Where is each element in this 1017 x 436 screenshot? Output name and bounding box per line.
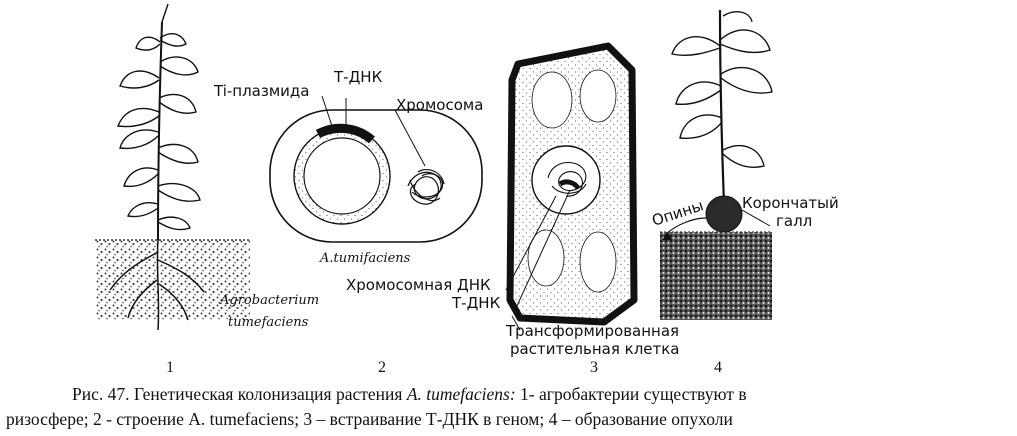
panel-1: Agrobacterium tumefaciens 1	[95, 3, 319, 376]
panel-number-1: 1	[166, 359, 174, 376]
transformed-cell-line1: Трансформированная	[505, 322, 679, 340]
transformed-cell-line2: растительная клетка	[510, 340, 680, 358]
caption-prefix: Рис. 47. Генетическая колонизация растен…	[72, 384, 407, 404]
cell-name-label: A.tumifaciens	[319, 251, 411, 266]
opines-label: Опины	[650, 196, 706, 230]
plant-1-icon	[117, 3, 201, 241]
caption-line-2: ризосфере; 2 - строение A. tumefaciens; …	[6, 409, 733, 429]
t-dna-label-3: Т-ДНК	[451, 294, 501, 312]
panel-number-3: 3	[590, 359, 598, 376]
roots-1-icon	[109, 239, 205, 331]
vacuole-shapes	[527, 69, 617, 293]
caption-line-1: Рис. 47. Генетическая колонизация растен…	[0, 382, 1017, 407]
soil-4	[660, 232, 772, 320]
crown-gall-icon	[705, 195, 743, 233]
bacterium-name-line1: Agrobacterium	[219, 293, 319, 308]
chromosomal-dna-icon	[547, 161, 587, 197]
figure-caption: Рис. 47. Генетическая колонизация растен…	[0, 382, 1017, 432]
crown-gall-label-line1: Корончатый	[742, 194, 839, 212]
chromosome-icon	[407, 169, 445, 205]
plant-4-icon	[671, 9, 773, 205]
crown-gall-label-line2: галл	[776, 212, 812, 230]
panel-number-2: 2	[378, 359, 386, 376]
caption-species: A. tumefaciens:	[406, 384, 516, 404]
bacterium-name-line2: tumefaciens	[228, 315, 309, 330]
soil-1	[95, 240, 250, 320]
panel-2: Ti-плазмида Т-ДНК Хромосома A.tumifacien…	[213, 68, 483, 376]
panel-number-4: 4	[714, 359, 722, 376]
diagram-figure: Agrobacterium tumefaciens 1 Ti-плазмида …	[95, 3, 839, 376]
chromosome-label: Хромосома	[396, 96, 483, 114]
caption-line1-rest: 1- агробактерии существуют в	[515, 384, 747, 404]
integrated-t-dna	[558, 179, 581, 190]
t-dna-label-2: Т-ДНК	[333, 68, 383, 86]
chromosomal-dna-label: Хромосомная ДНК	[346, 276, 491, 294]
panel-3: Хромосомная ДНК Т-ДНК Трансформированная…	[346, 42, 680, 376]
panel-4: Опины Корончатый галл 4	[650, 9, 839, 376]
ti-plasmid-label: Ti-плазмида	[213, 82, 309, 100]
